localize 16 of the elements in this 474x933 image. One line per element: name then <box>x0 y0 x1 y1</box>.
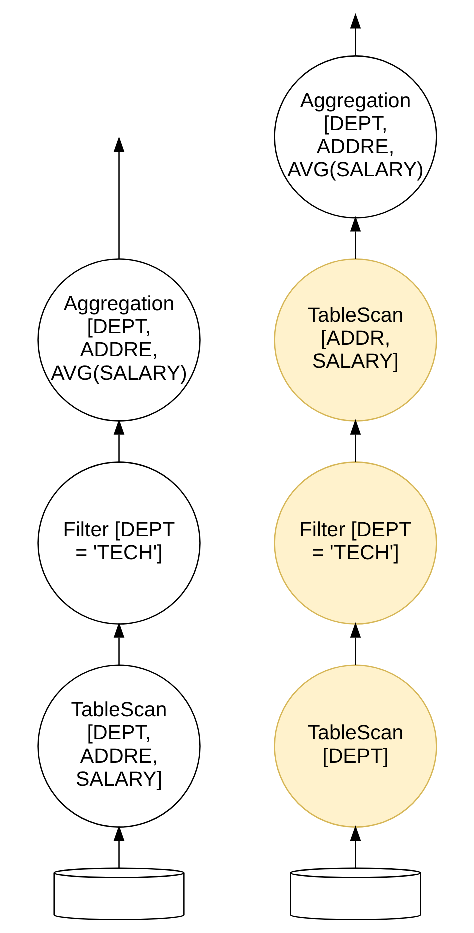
node-circle: Aggregation [DEPT, ADDRE, AVG(SALARY) <box>37 258 200 422</box>
arrow <box>350 825 361 868</box>
node-circle: Filter [DEPT = 'TECH'] <box>37 461 200 624</box>
arrow <box>113 622 124 665</box>
arrow <box>113 825 124 868</box>
node-circle: TableScan [DEPT] <box>274 664 437 828</box>
arrow <box>350 418 361 462</box>
arrow <box>350 12 361 56</box>
node-circle: Aggregation [DEPT, ADDRE, AVG(SALARY) <box>274 55 437 218</box>
node-circle: TableScan [DEPT, ADDRE, SALARY] <box>37 664 200 828</box>
node-circle: TableScan [ADDR, SALARY] <box>274 258 437 422</box>
arrow <box>113 136 124 259</box>
node-circle: Filter [DEPT = 'TECH'] <box>274 461 437 624</box>
arrow <box>350 216 361 259</box>
arrow <box>113 418 124 462</box>
arrow <box>350 622 361 665</box>
